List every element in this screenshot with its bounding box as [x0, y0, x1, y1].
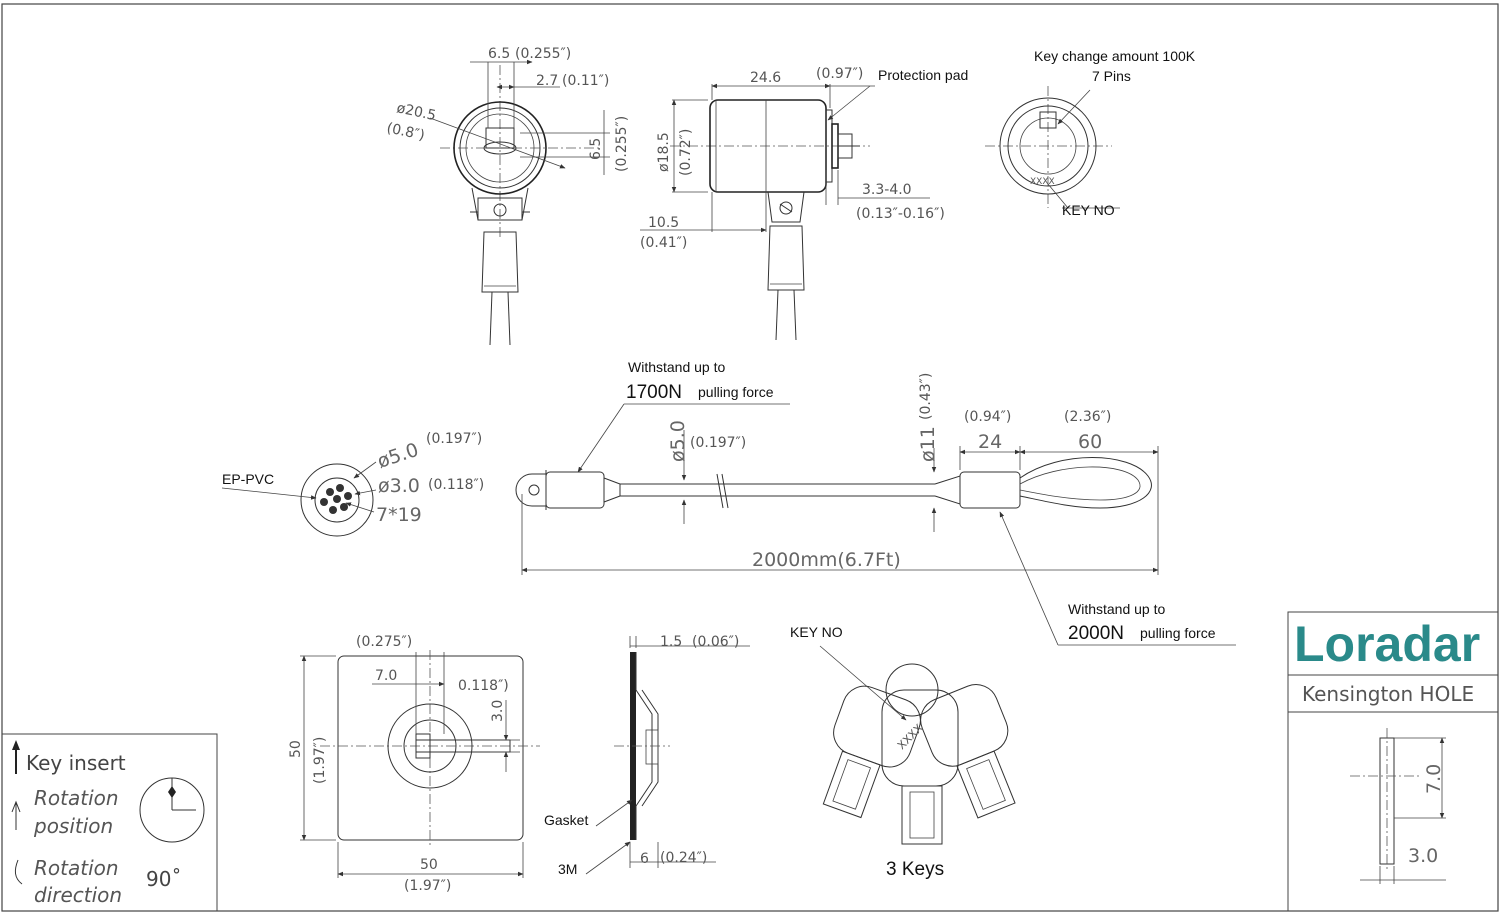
dim-section-outer: ø5.0	[375, 439, 422, 473]
dim-front-slot-inch: (0.11″)	[562, 73, 609, 89]
dim-side-offset-inch: (0.41″)	[640, 235, 687, 251]
dim-plate-width: 50	[420, 857, 438, 873]
dim-plate-slot: 3.0	[490, 700, 506, 722]
dim-side-range-inch: (0.13″-0.16″)	[856, 206, 945, 222]
label-gasket: Gasket	[544, 812, 588, 828]
dim-crimp-length: 24	[978, 431, 1002, 453]
dim-front-width-inch: (0.255″)	[515, 46, 571, 62]
dim-loop-length: 60	[1078, 431, 1102, 453]
label-protection-pad: Protection pad	[878, 67, 968, 83]
label-pins: 7 Pins	[1092, 68, 1131, 84]
dim-cable-diameter: ø5.0	[667, 420, 689, 462]
dim-plate-thickness: 1.5	[660, 634, 682, 650]
brand-logo: Loradar	[1294, 616, 1480, 672]
label-strand: 7*19	[376, 504, 422, 526]
legend-rotation-direction-1: Rotation	[34, 856, 119, 880]
dim-crimp-diameter: ø11	[917, 426, 939, 462]
lock-side-view	[640, 83, 930, 341]
dim-section-inner-inch: (0.118″)	[428, 477, 484, 493]
dim-cable-diameter-inch: (0.197″)	[690, 435, 746, 451]
legend-key-insert: Key insert	[26, 751, 126, 775]
rotation-direction-arrow-icon	[14, 859, 23, 885]
dim-crimp-diameter-inch: (0.43″)	[918, 373, 934, 420]
dim-side-offset: 10.5	[648, 215, 679, 231]
dim-front-diameter: ø20.5	[395, 100, 437, 124]
legend-rotation-position-2: position	[33, 814, 113, 838]
keys-illustration	[819, 645, 1016, 845]
dim-plate-depth-inch: (0.24″)	[660, 850, 707, 866]
dim-hole-height: 7.0	[1423, 764, 1445, 794]
label-pulling-force-top: pulling force	[698, 384, 774, 400]
dim-plate-height: 50	[288, 740, 304, 758]
label-3m-tape: 3M	[558, 861, 577, 877]
dim-plate-height-inch: (1.97″)	[312, 737, 328, 784]
cable-cross-section	[221, 461, 377, 537]
dim-side-length-inch: (0.97″)	[816, 66, 863, 82]
dim-front-width: 6.5	[488, 46, 510, 62]
dim-section-outer-inch: (0.197″)	[426, 431, 482, 447]
dim-front-diameter-inch: (0.8″)	[385, 120, 426, 144]
dim-front-height: 6.5	[588, 138, 604, 160]
label-force-1700: 1700N	[626, 382, 682, 403]
dim-plate-slot-inch: 0.118″)	[458, 678, 509, 694]
key-insert-arrow-icon	[12, 740, 20, 750]
label-pulling-force-bottom: pulling force	[1140, 625, 1216, 641]
label-key-change: Key change amount 100K	[1034, 48, 1196, 64]
legend-angle: 90˚	[146, 867, 181, 891]
dim-hole-width: 3.0	[1408, 845, 1438, 867]
label-cable-material: EP-PVC	[222, 471, 274, 487]
label-key-no-top: KEY NO	[1062, 202, 1115, 218]
dim-plate-thickness-inch: (0.06″)	[692, 634, 739, 650]
dim-front-slot: 2.7	[536, 73, 558, 89]
dim-plate-width-inch: (1.97″)	[404, 878, 451, 894]
plate-side-view	[585, 636, 750, 875]
dim-plate-hole: 7.0	[375, 668, 397, 684]
dim-plate-hole-inch: (0.275″)	[356, 634, 412, 650]
dim-plate-depth: 6	[640, 851, 649, 867]
label-withstand-top: Withstand up to	[628, 359, 725, 375]
dim-side-length: 24.6	[750, 70, 781, 86]
label-withstand-bottom: Withstand up to	[1068, 601, 1165, 617]
legend-rotation-direction-2: direction	[34, 883, 122, 907]
dim-side-range: 3.3-4.0	[862, 182, 912, 198]
legend-rotation-position-1: Rotation	[34, 786, 119, 810]
lock-front-view	[429, 59, 610, 346]
key-face-view	[985, 86, 1120, 209]
label-3-keys: 3 Keys	[886, 859, 944, 880]
dim-side-diameter: ø18.5	[656, 132, 672, 172]
dim-crimp-length-inch: (0.94″)	[964, 409, 1011, 425]
drawing-title: Kensington HOLE	[1302, 682, 1474, 706]
key-face-marking: XXXX	[1030, 177, 1055, 187]
label-key-no-keys: KEY NO	[790, 624, 843, 640]
dim-front-height-inch: (0.255″)	[614, 116, 630, 172]
label-force-2000: 2000N	[1068, 623, 1124, 644]
dim-cable-length: 2000mm(6.7Ft)	[752, 549, 901, 571]
dim-section-inner: ø3.0	[378, 475, 420, 497]
dim-loop-length-inch: (2.36″)	[1064, 409, 1111, 425]
legend-box	[1, 733, 218, 912]
drawing-border	[1, 3, 1499, 912]
plate-front-view	[300, 650, 540, 878]
cable-drawing	[515, 403, 1236, 646]
title-block	[1287, 611, 1499, 912]
dim-side-diameter-inch: (0.72″)	[678, 129, 694, 176]
